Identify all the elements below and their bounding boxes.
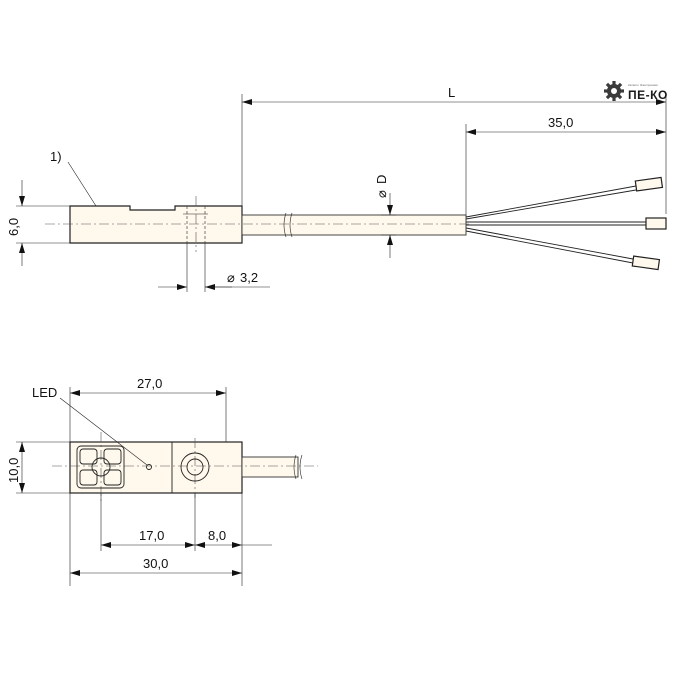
logo-name: ПЕ-КО (628, 88, 668, 102)
callout-1: 1) (50, 149, 62, 164)
dim-hole-diameter: 3,2 (240, 270, 258, 285)
led-indicator (146, 464, 152, 470)
front-view: LED 27,0 10,0 17,0 8,0 30,0 (6, 376, 318, 586)
dim-height-front: 10,0 (6, 458, 21, 483)
mounting-hole (180, 452, 210, 482)
wire-end-1 (634, 176, 664, 192)
wire-end-2 (645, 217, 667, 230)
dim-width-top: 27,0 (137, 376, 162, 391)
cable-side (241, 214, 467, 236)
sensor-body-front (69, 441, 243, 494)
diameter-symbol-hole: ⌀ (227, 270, 235, 285)
dim-8: 8,0 (208, 528, 226, 543)
logo-tagline: Каталог Электроники (628, 83, 658, 87)
diameter-symbol-d: ⌀ (374, 190, 389, 198)
gear-icon (604, 81, 624, 101)
cable-front (241, 456, 299, 478)
led-label: LED (32, 385, 57, 400)
top-view: L 35,0 ⌀ D 6,0 ⌀ 3,2 1) (6, 85, 667, 292)
dim-length: L (448, 85, 455, 100)
dim-17: 17,0 (139, 528, 164, 543)
dim-cable-diameter: D (374, 175, 389, 184)
dim-height-top: 6,0 (6, 218, 21, 236)
dim-wire-length: 35,0 (548, 115, 573, 130)
company-logo: Каталог Электроники ПЕ-КО (604, 81, 668, 102)
dim-total: 30,0 (143, 556, 168, 571)
sensor-body-side (69, 205, 243, 244)
wire-end-3 (631, 255, 661, 271)
led-window (76, 445, 125, 489)
